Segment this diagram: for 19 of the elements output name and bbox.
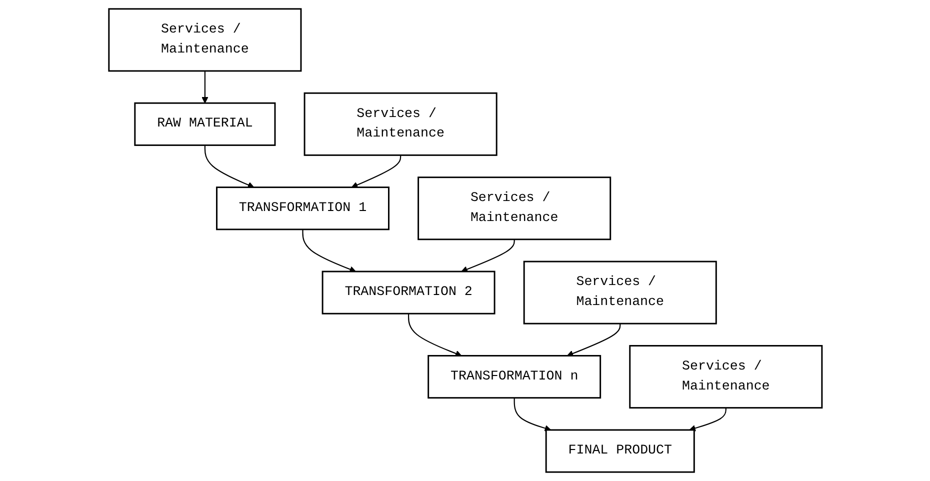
node-box: Services / Maintenance bbox=[417, 176, 611, 240]
node-box: RAW MATERIAL bbox=[134, 102, 276, 146]
arrow bbox=[688, 408, 726, 432]
arrow bbox=[408, 314, 462, 357]
arrow bbox=[460, 239, 514, 272]
node-box: TRANSFORMATION 2 bbox=[321, 270, 495, 314]
node-box: Services / Maintenance bbox=[628, 345, 822, 409]
node-box: Services / Maintenance bbox=[522, 260, 716, 324]
node-box: Services / Maintenance bbox=[108, 8, 302, 72]
arrow bbox=[302, 229, 356, 272]
arrow bbox=[201, 70, 208, 104]
node-box: Services / Maintenance bbox=[303, 92, 497, 156]
arrow bbox=[204, 145, 254, 188]
node-box: TRANSFORMATION 1 bbox=[216, 186, 390, 230]
arrow bbox=[566, 324, 620, 357]
node-box: FINAL PRODUCT bbox=[544, 429, 694, 473]
arrow bbox=[513, 398, 551, 432]
arrow bbox=[350, 155, 401, 188]
node-box: TRANSFORMATION n bbox=[427, 355, 601, 399]
